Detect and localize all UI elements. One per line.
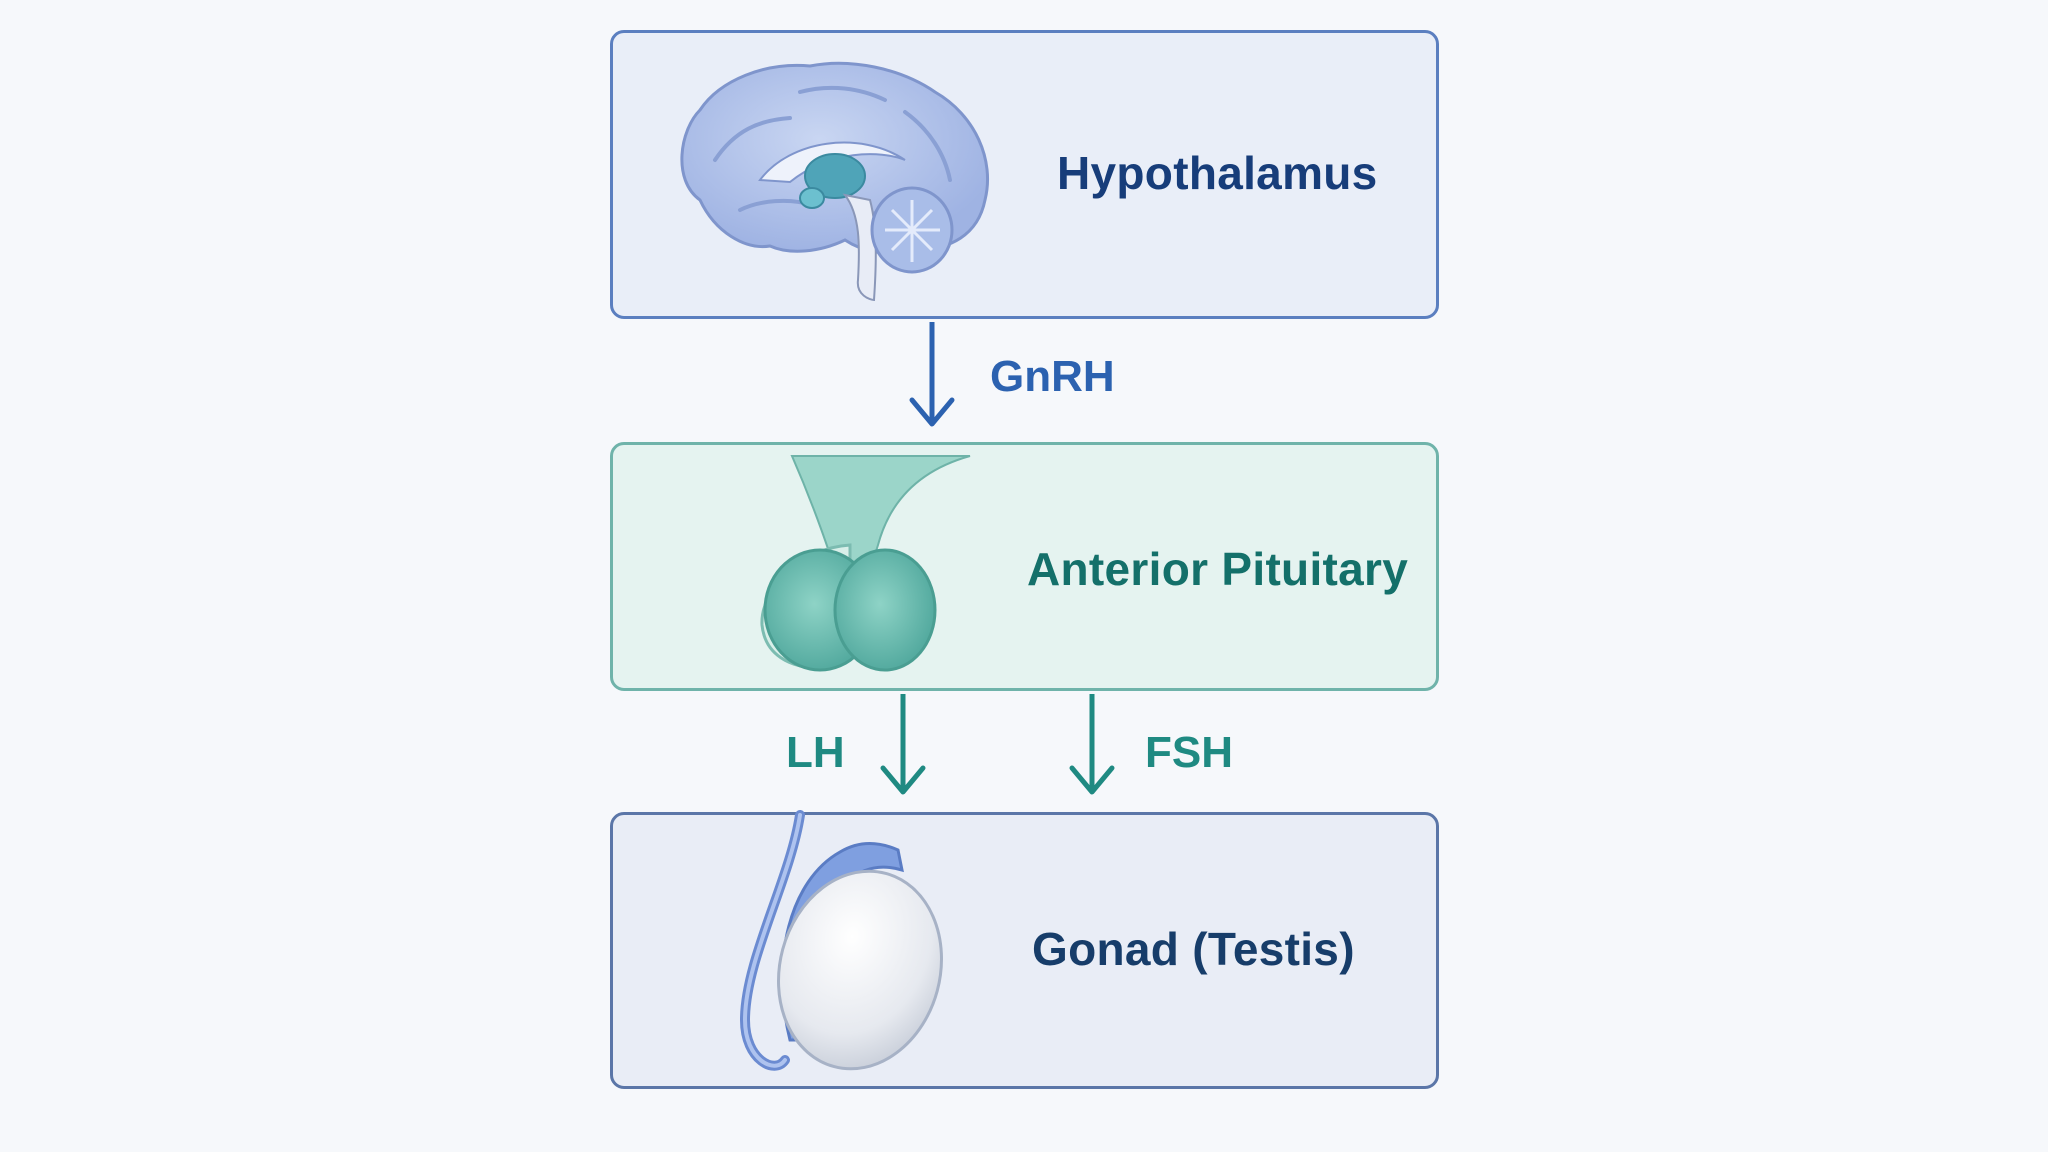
testis-icon [739,810,943,1071]
pituitary-gland-icon [760,455,971,672]
gnrh-label: GnRH [990,352,1115,401]
lh-arrow [880,694,926,795]
brain-icon [680,61,990,302]
fsh-label: FSH [1145,728,1233,777]
cerebellum [870,186,954,274]
lh-label: LH [786,728,845,777]
gnrh-arrow [909,322,955,427]
hypothalamus-label: Hypothalamus [1057,147,1378,199]
anterior-pituitary-label: Anterior Pituitary [1027,543,1409,595]
anterior-pituitary-box [610,442,1439,691]
fsh-arrow [1069,694,1115,795]
gonad-label: Gonad (Testis) [1032,923,1355,975]
